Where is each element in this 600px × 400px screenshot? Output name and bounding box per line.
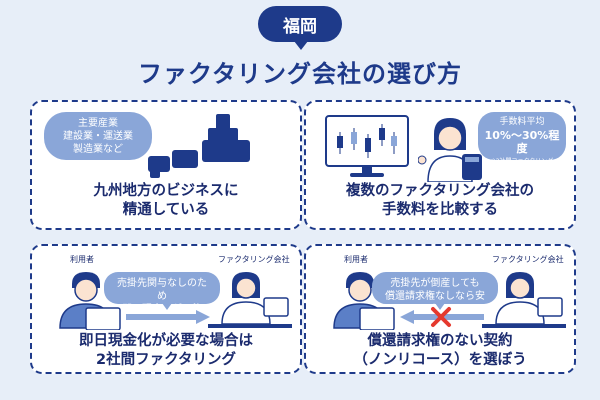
bubble-line: 主要産業: [78, 118, 118, 129]
card-title-line: 精通している: [122, 202, 210, 218]
card-title-line: （ノンリコース）を選ぼう: [353, 352, 527, 368]
factoring-company-label: ファクタリング会社: [492, 255, 564, 264]
factoring-staff-at-desk-icon: [208, 272, 292, 328]
cross-mark-icon: [431, 307, 451, 327]
card-non-recourse: 利用者 ファクタリング会社 売掛先が倒産しても 償還請求権なしなら安心 償還請求…: [304, 244, 576, 374]
card-title: 複数のファクタリング会社の 手数料を比較する: [306, 182, 574, 220]
transfer-arrow-icon: [126, 310, 210, 324]
card-title-line: 即日現金化が必要な場合は: [79, 333, 253, 349]
factoring-company-label: ファクタリング会社: [218, 255, 290, 264]
card-title-line: 2社間ファクタリング: [95, 352, 236, 368]
card-title-line: 九州地方のビジネスに: [93, 183, 239, 199]
safety-bubble: 売掛先が倒産しても 償還請求権なしなら安心: [372, 272, 498, 315]
card-kyushu-business: 主要産業 建設業・運送業 製造業など 九州地方のビジネスに 精通している: [30, 100, 302, 230]
user-with-laptop-icon: [333, 272, 395, 330]
card-title-line: 手数料を比較する: [382, 202, 498, 218]
cash-bubble: 売掛先関与なしのため 即日現金化が可能: [104, 272, 220, 315]
blocked-arrow-icon: [400, 310, 484, 324]
region-badge: 福岡: [258, 6, 342, 50]
card-title-line: 複数のファクタリング会社の: [346, 183, 534, 199]
card-title: 即日現金化が必要な場合は 2社間ファクタリング: [32, 332, 300, 370]
user-label: 利用者: [344, 255, 368, 264]
bubble-line: 建設業・運送業: [63, 131, 133, 142]
user-with-laptop-icon: [59, 272, 121, 330]
bubble-line: 売掛先が倒産しても: [390, 278, 480, 289]
industry-bubble: 主要産業 建設業・運送業 製造業など: [44, 112, 152, 160]
bubble-line: 10%〜30%程度: [484, 129, 560, 155]
user-label: 利用者: [70, 255, 94, 264]
card-compare-fees: 手数料平均 10%〜30%程度 ※2社間ファクタリング 複数のファクタリング会社…: [304, 100, 576, 230]
stock-chart-monitor-icon: [325, 115, 409, 177]
page-title: ファクタリング会社の選び方: [137, 60, 463, 88]
card-title: 償還請求権のない契約 （ノンリコース）を選ぼう: [306, 332, 574, 370]
bubble-line: 売掛先関与なしのため: [117, 278, 207, 302]
bubble-line: 手数料平均: [499, 117, 545, 127]
woman-with-calculator-icon: [418, 118, 482, 182]
fee-average-bubble: 手数料平均 10%〜30%程度 ※2社間ファクタリング: [478, 112, 566, 165]
bubble-note: ※2社間ファクタリング: [490, 158, 554, 165]
kyushu-map-icon: [148, 114, 250, 178]
factoring-staff-at-desk-icon: [482, 272, 566, 328]
card-same-day-cash: 利用者 ファクタリング会社 売掛先関与なしのため 即日現金化が可能 即日現金化が…: [30, 244, 302, 374]
card-title-line: 償還請求権のない契約: [367, 333, 513, 349]
card-title: 九州地方のビジネスに 精通している: [32, 182, 300, 220]
bubble-line: 製造業など: [73, 144, 123, 155]
